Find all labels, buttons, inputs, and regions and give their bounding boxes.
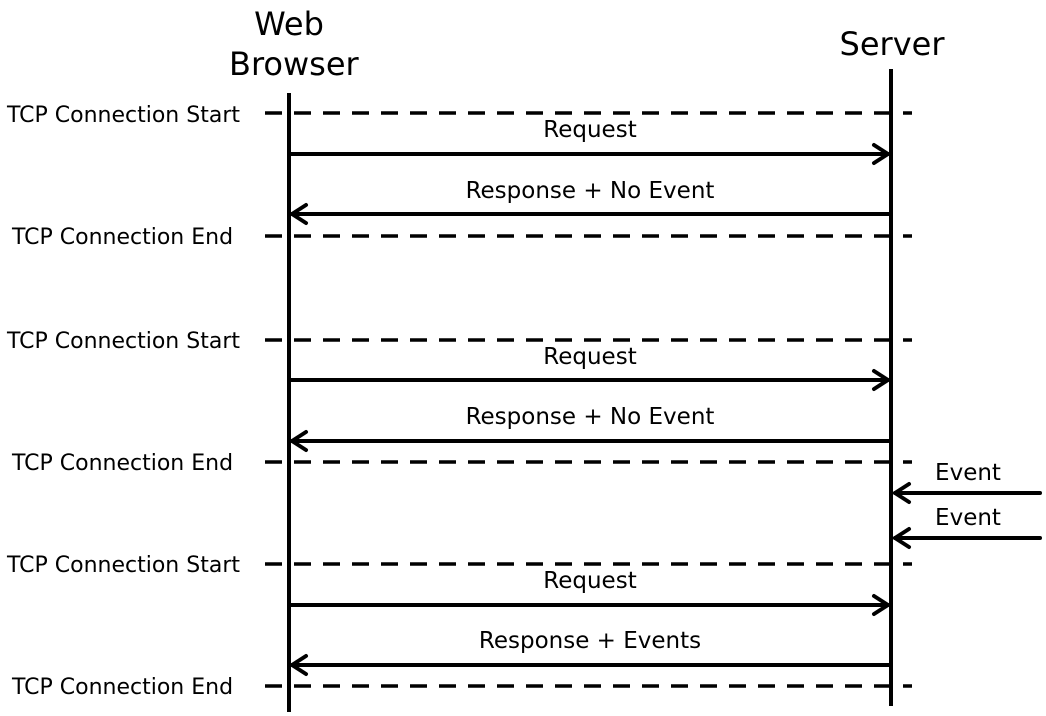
response-arrow — [290, 430, 892, 452]
request-arrow — [288, 143, 890, 165]
event-arrow — [893, 482, 1042, 504]
browser-title-line2: Browser — [229, 45, 359, 83]
connection-lines — [265, 111, 912, 688]
request-label: Request — [543, 117, 637, 143]
connection-end-label: TCP Connection End — [12, 225, 234, 250]
response-arrow — [290, 654, 892, 676]
event-label: Event — [935, 460, 1001, 486]
request-label: Request — [543, 568, 637, 594]
connection-start-label: TCP Connection Start — [7, 103, 240, 128]
server-title: Server — [839, 25, 945, 63]
event-arrow — [893, 527, 1042, 549]
request-label: Request — [543, 344, 637, 370]
request-arrow — [288, 369, 890, 391]
connection-end-label: TCP Connection End — [12, 451, 234, 476]
request-arrow — [288, 594, 890, 616]
response-label: Response + No Event — [465, 178, 715, 204]
response-arrow — [290, 203, 892, 225]
browser-title-line1: Web — [254, 5, 324, 43]
connection-end-label: TCP Connection End — [12, 675, 234, 700]
response-label: Response + No Event — [465, 404, 715, 430]
response-label: Response + Events — [478, 628, 702, 654]
connection-start-label: TCP Connection Start — [7, 553, 240, 578]
connection-start-label: TCP Connection Start — [7, 329, 240, 354]
browser-title: Web Browser — [229, 4, 359, 84]
event-label: Event — [935, 505, 1001, 531]
